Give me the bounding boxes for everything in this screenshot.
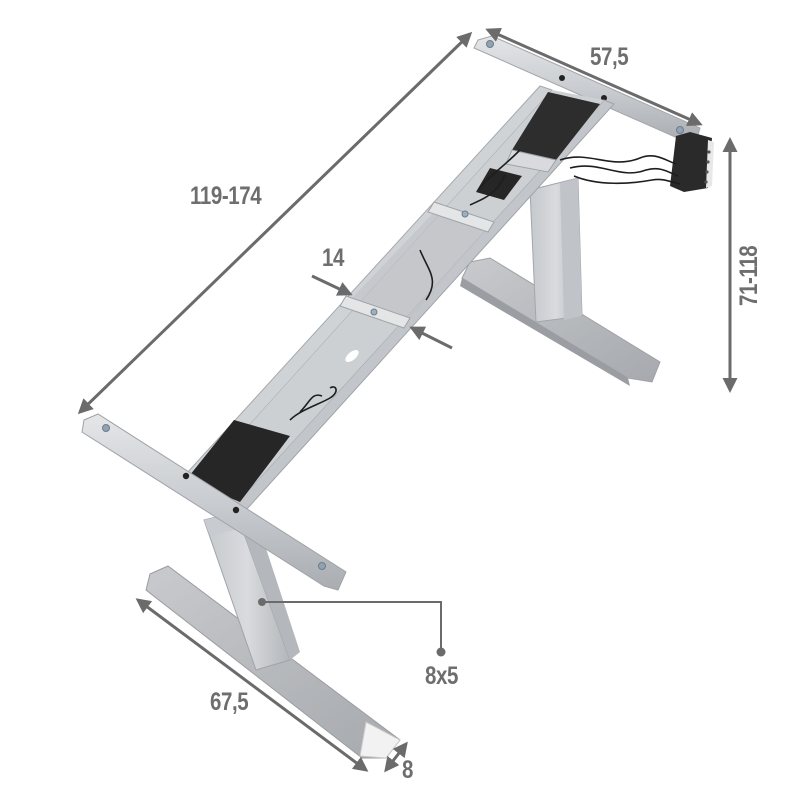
dimension-lines (77, 28, 738, 773)
dimension-line-frame-length (77, 31, 473, 415)
dimension-line-foot-width (384, 741, 408, 773)
leader-line-leg-profile (262, 601, 442, 650)
motor-housing-left (186, 420, 290, 502)
dimension-line-foot-length (135, 598, 369, 772)
label-foot-length: 67,5 (210, 688, 249, 716)
leader-dot-leg-start (258, 598, 266, 606)
label-frame-depth: 57,5 (590, 43, 629, 71)
dimension-arrow-beam-right (409, 326, 453, 350)
label-frame-length: 119-174 (190, 182, 262, 210)
dimension-arrow-beam-left (311, 274, 353, 296)
handset-controller (670, 132, 714, 192)
control-box (476, 168, 522, 200)
label-height: 71-118 (735, 245, 763, 306)
label-beam-width: 14 (322, 244, 344, 272)
leader-dot-leg-end (436, 647, 446, 657)
dimension-line-frame-depth (485, 28, 703, 126)
right-leg-column (529, 177, 583, 323)
label-foot-width: 8 (402, 756, 413, 784)
label-leg-profile: 8x5 (425, 662, 458, 690)
